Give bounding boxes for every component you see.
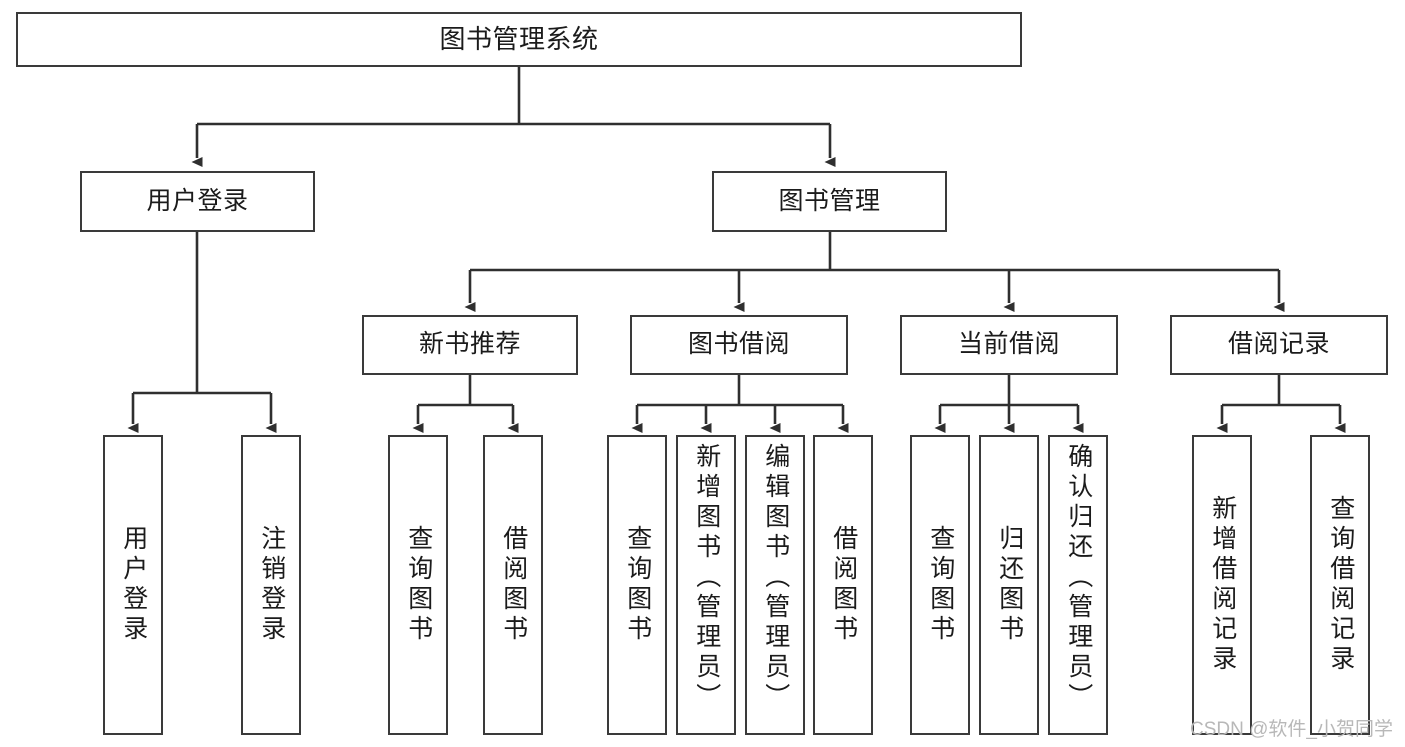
node-label: 借阅记录 (1227, 330, 1330, 359)
node-label: 新增图书（管理员） (692, 443, 721, 713)
leaf-query-book-borrow[interactable]: 查询图书 (607, 435, 667, 735)
node-label: 归还图书 (995, 525, 1024, 645)
node-label: 查询图书 (623, 525, 652, 645)
leaf-borrow-book-recommend[interactable]: 借阅图书 (483, 435, 543, 735)
node-book-management[interactable]: 图书管理 (712, 171, 947, 232)
node-label: 借阅图书 (829, 525, 858, 645)
leaf-add-book-admin[interactable]: 新增图书（管理员） (676, 435, 736, 735)
node-label: 注销登录 (257, 525, 286, 645)
node-label: 查询借阅记录 (1326, 495, 1355, 675)
node-label: 借阅图书 (499, 525, 528, 645)
node-label: 用户登录 (146, 186, 249, 215)
node-book-borrow[interactable]: 图书借阅 (630, 315, 848, 375)
leaf-logout[interactable]: 注销登录 (241, 435, 301, 735)
node-label: 新书推荐 (418, 330, 521, 359)
node-label: 图书管理 (778, 186, 881, 215)
node-label: 用户登录 (119, 525, 148, 645)
node-user-login[interactable]: 用户登录 (80, 171, 315, 232)
leaf-add-borrow-record[interactable]: 新增借阅记录 (1192, 435, 1252, 735)
node-root-book-management-system[interactable]: 图书管理系统 (16, 12, 1022, 67)
leaf-query-book-current[interactable]: 查询图书 (910, 435, 970, 735)
node-current-borrow[interactable]: 当前借阅 (900, 315, 1118, 375)
node-label: 查询图书 (404, 525, 433, 645)
leaf-edit-book-admin[interactable]: 编辑图书（管理员） (745, 435, 805, 735)
node-label: 新增借阅记录 (1208, 495, 1237, 675)
node-new-book-recommend[interactable]: 新书推荐 (362, 315, 578, 375)
node-label: 查询图书 (926, 525, 955, 645)
leaf-confirm-return-admin[interactable]: 确认归还（管理员） (1048, 435, 1108, 735)
node-label: 编辑图书（管理员） (761, 443, 790, 713)
node-label: 确认归还（管理员） (1064, 443, 1093, 713)
node-borrow-record[interactable]: 借阅记录 (1170, 315, 1388, 375)
leaf-query-book-recommend[interactable]: 查询图书 (388, 435, 448, 735)
watermark: CSDN @软件_小贺同学 (1190, 719, 1393, 740)
leaf-borrow-book[interactable]: 借阅图书 (813, 435, 873, 735)
leaf-user-login[interactable]: 用户登录 (103, 435, 163, 735)
node-label: 当前借阅 (957, 330, 1060, 359)
node-label: 图书管理系统 (439, 24, 599, 55)
node-label: 图书借阅 (687, 330, 790, 359)
leaf-return-book[interactable]: 归还图书 (979, 435, 1039, 735)
leaf-query-borrow-record[interactable]: 查询借阅记录 (1310, 435, 1370, 735)
